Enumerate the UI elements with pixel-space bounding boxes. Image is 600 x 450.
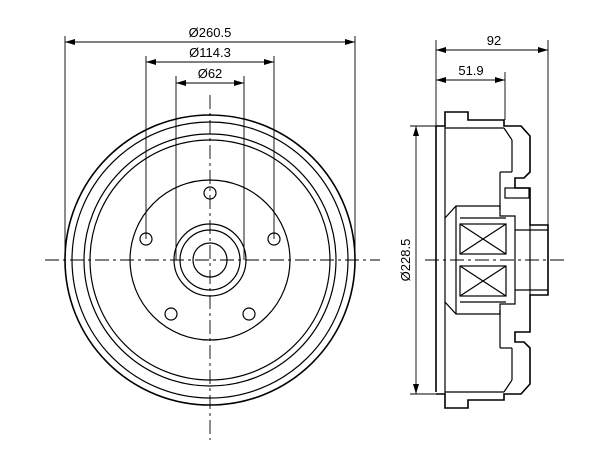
front-view-dimension-lines — [65, 41, 355, 84]
bearing-outer-race — [459, 223, 507, 255]
dim-hub-height-label: 51.9 — [458, 63, 483, 78]
hub-boss-inner-circle — [179, 229, 241, 291]
hub-boss-outer-circle — [173, 223, 247, 297]
side-view-arrowheads — [413, 47, 548, 394]
side-view-extension-lines — [410, 40, 549, 395]
hub-plate-circle — [129, 179, 291, 341]
center-bore-circle — [192, 242, 228, 278]
hub-body — [444, 205, 548, 315]
dim-drum-inner-diameter-label: Ø228.5 — [398, 239, 413, 282]
bearing-section — [459, 217, 507, 303]
drum-inner-walls — [444, 126, 513, 394]
front-view-arrowheads — [65, 39, 355, 86]
bolt-hole — [203, 186, 217, 200]
side-view — [410, 40, 565, 409]
dim-bolt-circle-label: Ø114.3 — [189, 45, 231, 60]
wheel-stud — [504, 187, 530, 199]
dim-center-bore-label: Ø62 — [198, 66, 223, 81]
rim-circle-2 — [71, 121, 349, 399]
dim-outer-diameter-label: Ø260.5 — [189, 25, 232, 40]
dim-total-height-label: 92 — [487, 33, 501, 48]
bearing-inner-race — [459, 265, 507, 297]
bolt-hole — [242, 307, 256, 321]
bolt-hole — [164, 307, 178, 321]
front-view-centerlines — [45, 95, 380, 440]
front-view-extension-lines — [64, 36, 356, 260]
drum-section-profile — [435, 111, 549, 409]
rim-circle-4 — [89, 139, 331, 381]
side-view-dimension-lines — [415, 49, 548, 394]
front-view — [45, 36, 380, 440]
rim-circle-3 — [83, 133, 337, 387]
